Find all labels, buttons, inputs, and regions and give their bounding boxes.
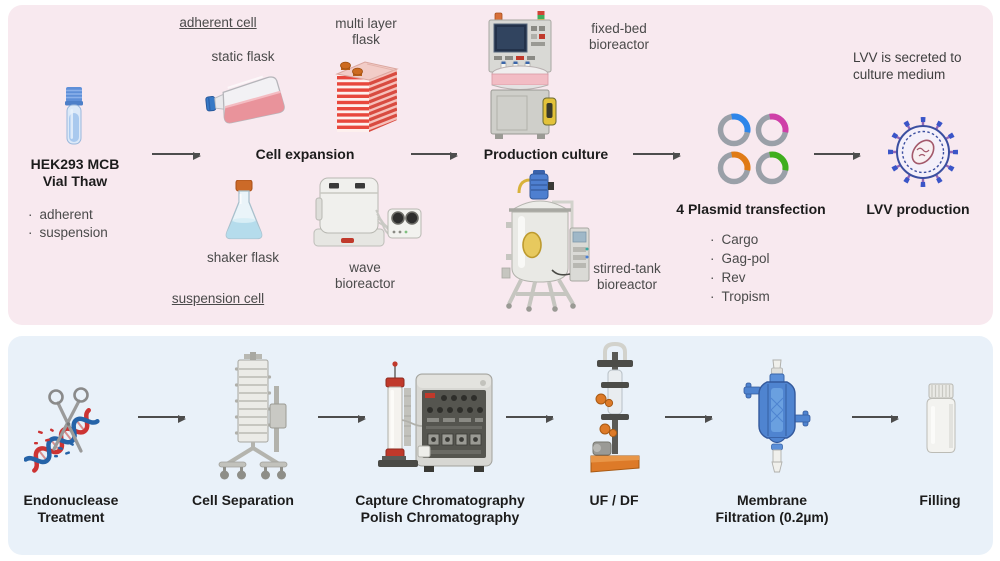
shaker-flask-label: shaker flask	[206, 250, 280, 265]
transfection-bullets: Cargo Gag-pol Rev Tropism	[710, 230, 830, 306]
uf-df-icon	[590, 342, 640, 473]
plasmid-rev-arc	[731, 151, 751, 171]
plasmid-cargo-arc	[731, 113, 751, 133]
static-flask-icon	[205, 75, 285, 124]
arrow-vial-to-expansion	[152, 152, 201, 160]
chromatography-icon	[378, 361, 493, 472]
endonuclease-dna-scissors-icon	[24, 387, 100, 473]
static-flask-label: static flask	[211, 49, 275, 64]
lvv-secreted-note: LVV is secreted to culture medium	[853, 50, 962, 82]
chromatography-label: Capture Chromatography Polish Chromatogr…	[355, 492, 525, 525]
arrow-endonuclease-to-separation	[138, 415, 186, 423]
plasmid-tropism-arc	[769, 151, 789, 171]
membrane-filtration-label: Membrane Filtration (0.2µm)	[715, 492, 829, 525]
arrow-transfection-to-lvv	[814, 152, 861, 160]
arrow-production-to-transfection	[633, 152, 681, 160]
arrow-membrane-to-filling	[852, 415, 899, 423]
cell-expansion-title: Cell expansion	[255, 146, 355, 162]
suspension-cell-header: suspension cell	[171, 291, 265, 306]
adherent-cell-header: adherent cell	[179, 15, 257, 30]
fixed-bed-bioreactor-icon	[488, 11, 557, 139]
fixed-bed-label: fixed-bed bioreactor	[588, 21, 650, 52]
production-culture-title: Production culture	[483, 146, 609, 162]
shaker-flask-icon	[225, 180, 263, 240]
arrow-ufdf-to-membrane	[665, 415, 713, 423]
multi-layer-flask-icon	[335, 61, 399, 132]
uf-df-label: UF / DF	[589, 492, 639, 508]
wave-bioreactor-icon	[313, 177, 422, 247]
stirred-tank-bioreactor-icon	[501, 170, 590, 312]
arrow-separation-to-chromatography	[318, 415, 366, 423]
multi-layer-flask-label: multi layer flask	[335, 16, 397, 47]
transfection-title: 4 Plasmid transfection	[676, 201, 826, 217]
cryovial-icon	[65, 87, 83, 145]
vial-thaw-bullets: adherent suspension	[28, 206, 148, 241]
cell-separation-icon	[218, 352, 288, 480]
wave-bioreactor-label: wave bioreactor	[334, 260, 396, 291]
vial-thaw-title: HEK293 MCB Vial Thaw	[30, 156, 120, 189]
stirred-tank-label: stirred-tank bioreactor	[593, 261, 661, 292]
cell-separation-label: Cell Separation	[192, 492, 294, 508]
arrow-expansion-to-production	[411, 152, 458, 160]
filling-label: Filling	[919, 492, 961, 508]
filling-bottle-icon	[926, 383, 956, 453]
lvv-virus-icon	[888, 117, 958, 187]
lvv-production-title: LVV production	[866, 201, 970, 217]
plasmids-icon	[717, 113, 789, 185]
arrow-chromatography-to-ufdf	[506, 415, 554, 423]
downstream-panel	[8, 336, 993, 555]
endonuclease-label: Endonuclease Treatment	[23, 492, 119, 525]
plasmid-gagpol-arc	[769, 113, 789, 133]
membrane-filter-icon	[743, 359, 811, 473]
